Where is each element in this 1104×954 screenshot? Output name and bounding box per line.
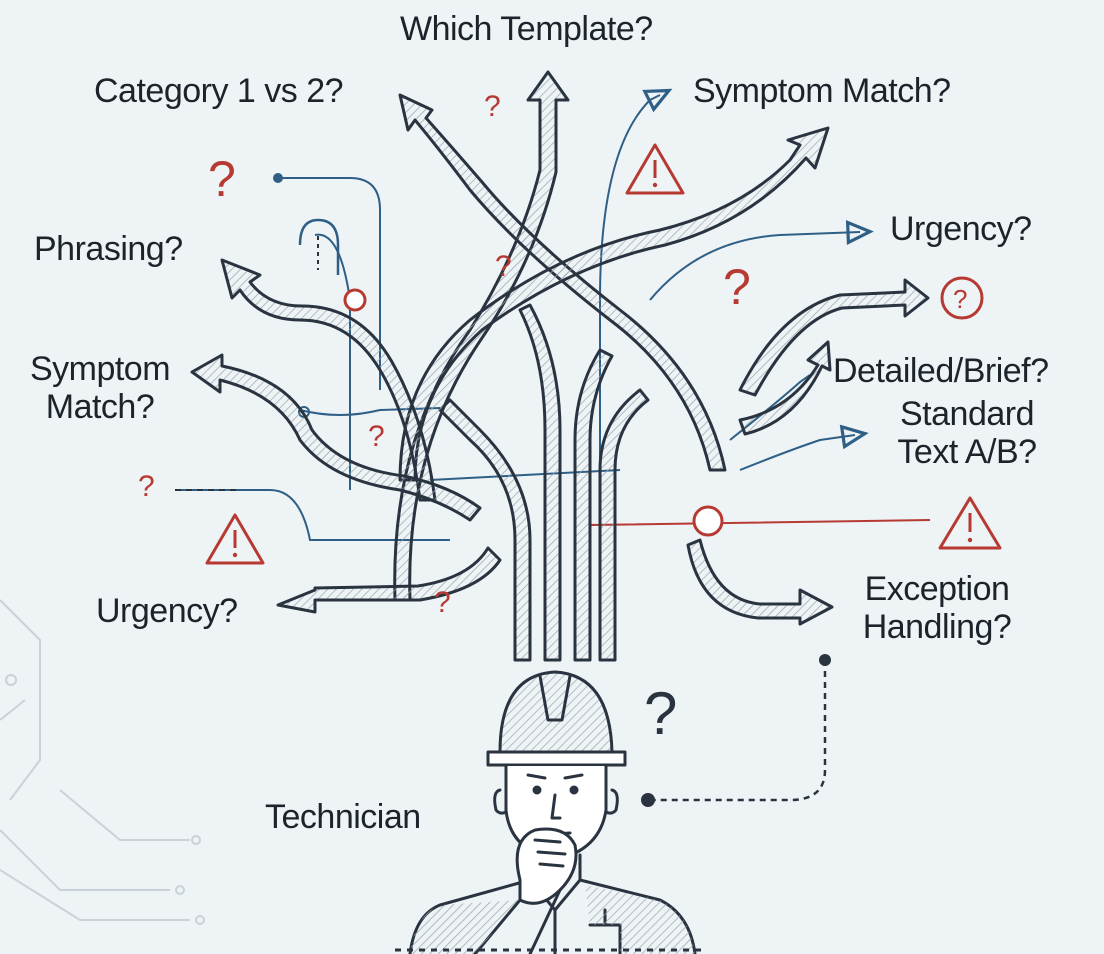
circled-question-icon (940, 276, 984, 320)
label-symptom-match-left-line2: Match? (45, 388, 155, 426)
label-exception-line2: Handling? (862, 608, 1012, 646)
question-mark-icon: ? (723, 259, 751, 315)
question-mark-icon: ? (484, 90, 501, 123)
label-category: Category 1 vs 2? (94, 72, 344, 110)
question-mark-icon: ? (138, 470, 155, 503)
label-urgency-left: Urgency? (96, 592, 238, 630)
question-mark-icon: ? (644, 680, 678, 747)
question-mark-icon: ? (208, 151, 236, 207)
label-phrasing: Phrasing? (34, 230, 183, 268)
label-symptom-match-left: Symptom Match? (10, 350, 190, 426)
label-standard-text-line2: Text A/B? (897, 433, 1037, 471)
circuit-traces (0, 599, 205, 925)
label-exception-handling: Exception Handling? (842, 570, 1032, 646)
warning-icon (625, 143, 685, 195)
label-standard-text-line1: Standard (900, 395, 1035, 433)
label-which-template: Which Template? (400, 10, 653, 48)
warning-icon (205, 513, 265, 565)
label-symptom-match-top: Symptom Match? (693, 72, 951, 110)
warning-icon (938, 496, 1002, 550)
label-technician: Technician (265, 798, 421, 836)
question-mark-icon: ? (953, 284, 968, 314)
label-urgency-right: Urgency? (890, 210, 1032, 248)
label-exception-line1: Exception (864, 570, 1010, 608)
tree-branches (190, 70, 930, 662)
label-symptom-match-left-line1: Symptom (29, 350, 171, 388)
label-detailed-brief: Detailed/Brief? (833, 352, 1049, 390)
question-mark-icon: ? (368, 420, 385, 453)
question-mark-icon: ? (495, 250, 512, 283)
label-standard-text: Standard Text A/B? (872, 395, 1062, 471)
question-mark-icon: ? (434, 586, 451, 619)
